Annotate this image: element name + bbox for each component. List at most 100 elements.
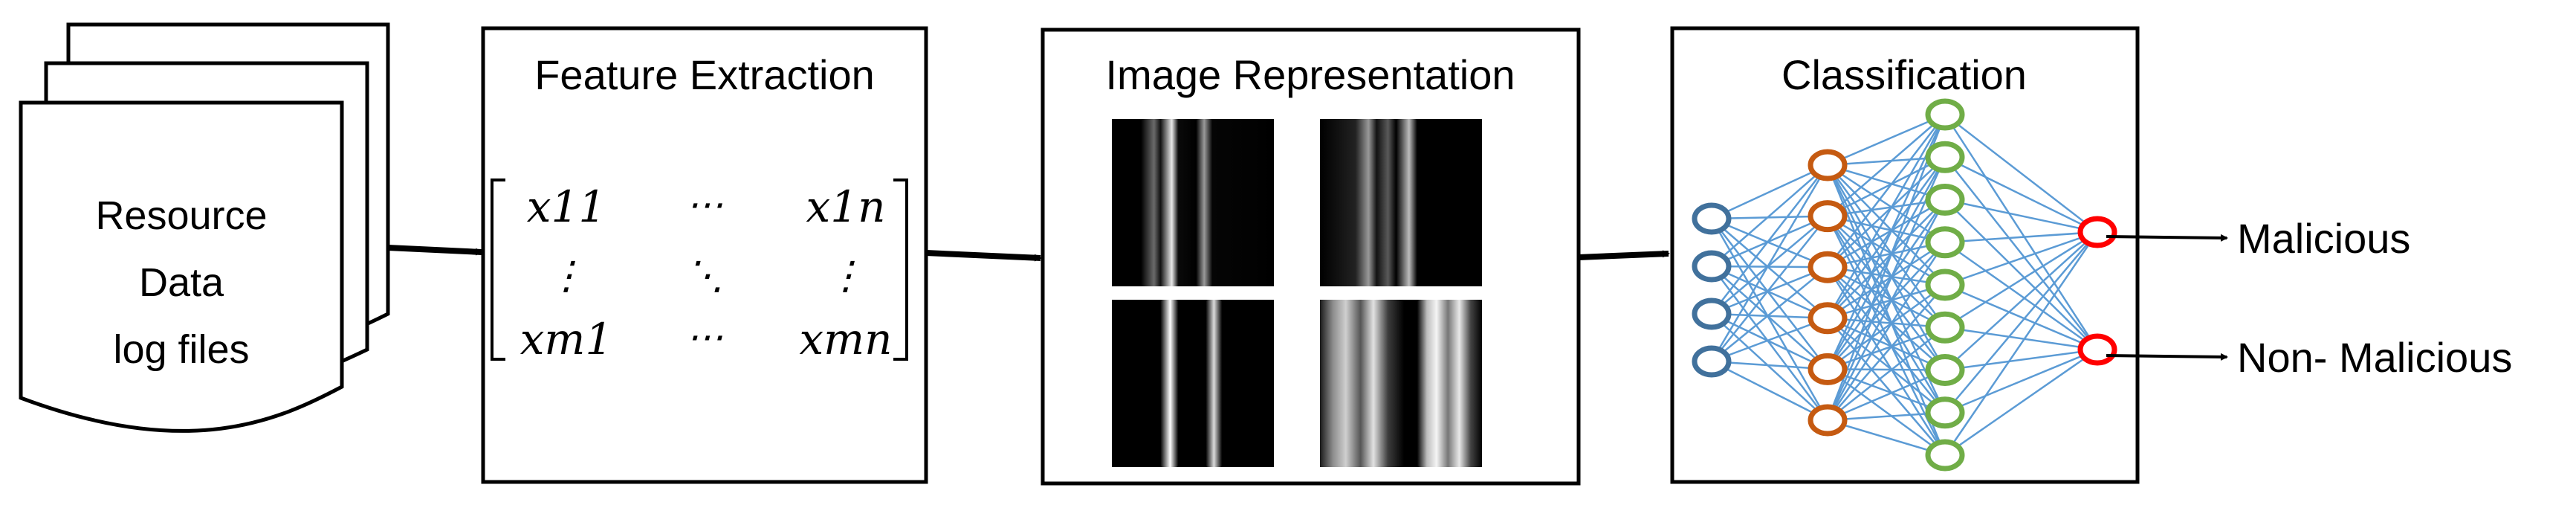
network-edge-input-1-1 [1711, 215, 1828, 268]
network-edge-hidden1-0-5 [1826, 164, 1946, 328]
network-nodes [1692, 98, 2117, 472]
feature-image-4 [1320, 300, 1482, 467]
network-edge-hidden2-6-1 [1944, 348, 2098, 371]
network-edge-hidden2-5-1 [1944, 327, 2098, 351]
matrix-v-dots-left: ⋮ [547, 254, 586, 298]
network-node-hidden1-3 [1808, 302, 1848, 335]
network-node-hidden1-1 [1808, 200, 1848, 233]
network-edge-hidden1-1-5 [1827, 215, 1946, 329]
network-edge-input-3-2 [1711, 266, 1828, 362]
network-edge-hidden1-1-0 [1827, 114, 1946, 217]
network-edge-input-3-3 [1711, 317, 1828, 363]
document-stack: Resource Data log files [19, 22, 390, 433]
network-edge-hidden1-5-3 [1826, 242, 1946, 421]
arrow-to-non-malicious [2106, 353, 2228, 361]
network-edge-hidden2-1-1 [1944, 156, 2098, 350]
document-label-line3: log files [113, 327, 249, 372]
output-malicious-label: Malicious [2237, 215, 2410, 262]
network-node-hidden2-4 [1925, 268, 1965, 301]
image-representation-box: Image Representation [1041, 28, 1581, 486]
feature-image-3 [1112, 300, 1274, 467]
classification-title: Classification [1781, 51, 2027, 98]
network-edge-input-1-0 [1711, 164, 1828, 267]
network-node-input-3 [1692, 345, 1732, 378]
network-node-input-1 [1692, 250, 1732, 283]
network-edge-hidden1-2-4 [1827, 266, 1946, 286]
matrix-right-bracket [893, 178, 908, 361]
network-edge-hidden2-2-1 [1944, 199, 2098, 350]
network-edge-hidden1-2-1 [1827, 156, 1946, 268]
network-edge-hidden1-4-3 [1827, 241, 1946, 370]
network-edge-hidden1-4-5 [1827, 327, 1946, 370]
network-node-hidden2-0 [1925, 98, 1965, 131]
network-node-hidden1-0 [1808, 149, 1848, 181]
network-edge-hidden1-3-3 [1827, 241, 1946, 319]
matrix-cell-x1n: x1n [806, 181, 886, 232]
network-edge-hidden1-0-0 [1827, 113, 1946, 167]
network-edge-input-1-3 [1711, 265, 1828, 319]
network-edge-hidden1-5-4 [1827, 284, 1946, 421]
network-node-hidden2-6 [1925, 354, 1965, 386]
matrix-h-dots-bottom: ⋯ [686, 315, 723, 358]
network-node-hidden2-7 [1925, 396, 1965, 429]
network-edge-input-1-5 [1711, 266, 1828, 421]
network-node-hidden2-8 [1925, 439, 1965, 472]
network-edge-hidden1-5-5 [1827, 327, 1946, 421]
matrix-d-dots: ⋱ [685, 254, 724, 298]
network-edge-hidden2-6-0 [1944, 231, 2098, 371]
network-edge-input-3-5 [1711, 360, 1828, 422]
network-edge-hidden1-2-2 [1827, 199, 1946, 268]
network-edge-hidden1-2-0 [1827, 114, 1946, 268]
network-edge-hidden2-3-1 [1944, 241, 2098, 351]
classification-box: Classification [1670, 26, 2140, 484]
network-edge-hidden1-3-2 [1827, 199, 1946, 319]
network-edge-hidden2-0-1 [1944, 114, 2099, 350]
network-edge-hidden2-1-0 [1944, 156, 2098, 234]
image-representation-title: Image Representation [1105, 51, 1515, 98]
document-label-line1: Resource [95, 193, 267, 238]
document-front [19, 100, 344, 433]
network-edge-hidden1-3-1 [1826, 156, 1946, 319]
matrix-cell-xm1: xm1 [520, 314, 613, 364]
network-edge-input-0-0 [1711, 164, 1828, 220]
network-edge-hidden2-2-0 [1944, 199, 2098, 234]
network-edge-input-0-4 [1711, 218, 1828, 370]
network-edge-input-3-1 [1711, 215, 1828, 362]
network-edge-input-2-2 [1711, 266, 1828, 315]
output-non-malicious-label: Non- Malicious [2237, 334, 2512, 381]
network-edge-hidden2-0-0 [1944, 114, 2098, 233]
network-node-input-0 [1692, 202, 1732, 235]
network-node-hidden1-5 [1808, 404, 1848, 437]
network-edge-hidden1-3-4 [1827, 283, 1946, 320]
network-node-hidden2-5 [1925, 311, 1965, 344]
network-node-hidden1-2 [1808, 251, 1848, 283]
network-edge-hidden1-5-2 [1826, 199, 1946, 421]
arrow-to-malicious [2106, 234, 2228, 242]
document-label-line2: Data [139, 260, 224, 305]
network-node-hidden2-2 [1925, 184, 1965, 216]
matrix-left-bracket [491, 178, 505, 361]
matrix-h-dots-top: ⋯ [686, 183, 723, 226]
network-edge-hidden1-4-4 [1827, 283, 1946, 370]
feature-image-2 [1320, 119, 1482, 286]
network-edge-hidden2-4-1 [1944, 283, 2098, 351]
network-node-input-2 [1692, 297, 1732, 330]
network-node-hidden2-3 [1925, 226, 1965, 259]
network-edge-hidden1-4-2 [1826, 199, 1946, 370]
network-edge-hidden2-3-0 [1944, 231, 2098, 243]
network-edge-hidden1-5-8 [1827, 419, 1946, 457]
matrix-v-dots-right: ⋮ [826, 254, 865, 298]
arrow-features-to-image [925, 250, 1042, 262]
network-node-hidden2-1 [1925, 141, 1965, 173]
network-edge-hidden1-2-3 [1827, 241, 1946, 268]
network-edge-input-0-3 [1711, 218, 1828, 319]
network-edge-hidden1-4-1 [1826, 156, 1946, 370]
network-edge-hidden2-7-0 [1944, 231, 2098, 414]
network-edge-input-2-4 [1711, 312, 1828, 370]
network-node-hidden1-4 [1808, 353, 1848, 385]
network-edge-hidden1-0-4 [1827, 164, 1946, 286]
feature-extraction-box: Feature Extraction x11 ⋯ x1n ⋮ ⋱ ⋮ xm1 ⋯… [481, 26, 928, 484]
network-edge-hidden1-3-0 [1826, 114, 1946, 319]
network-edge-hidden2-8-1 [1944, 348, 2098, 457]
